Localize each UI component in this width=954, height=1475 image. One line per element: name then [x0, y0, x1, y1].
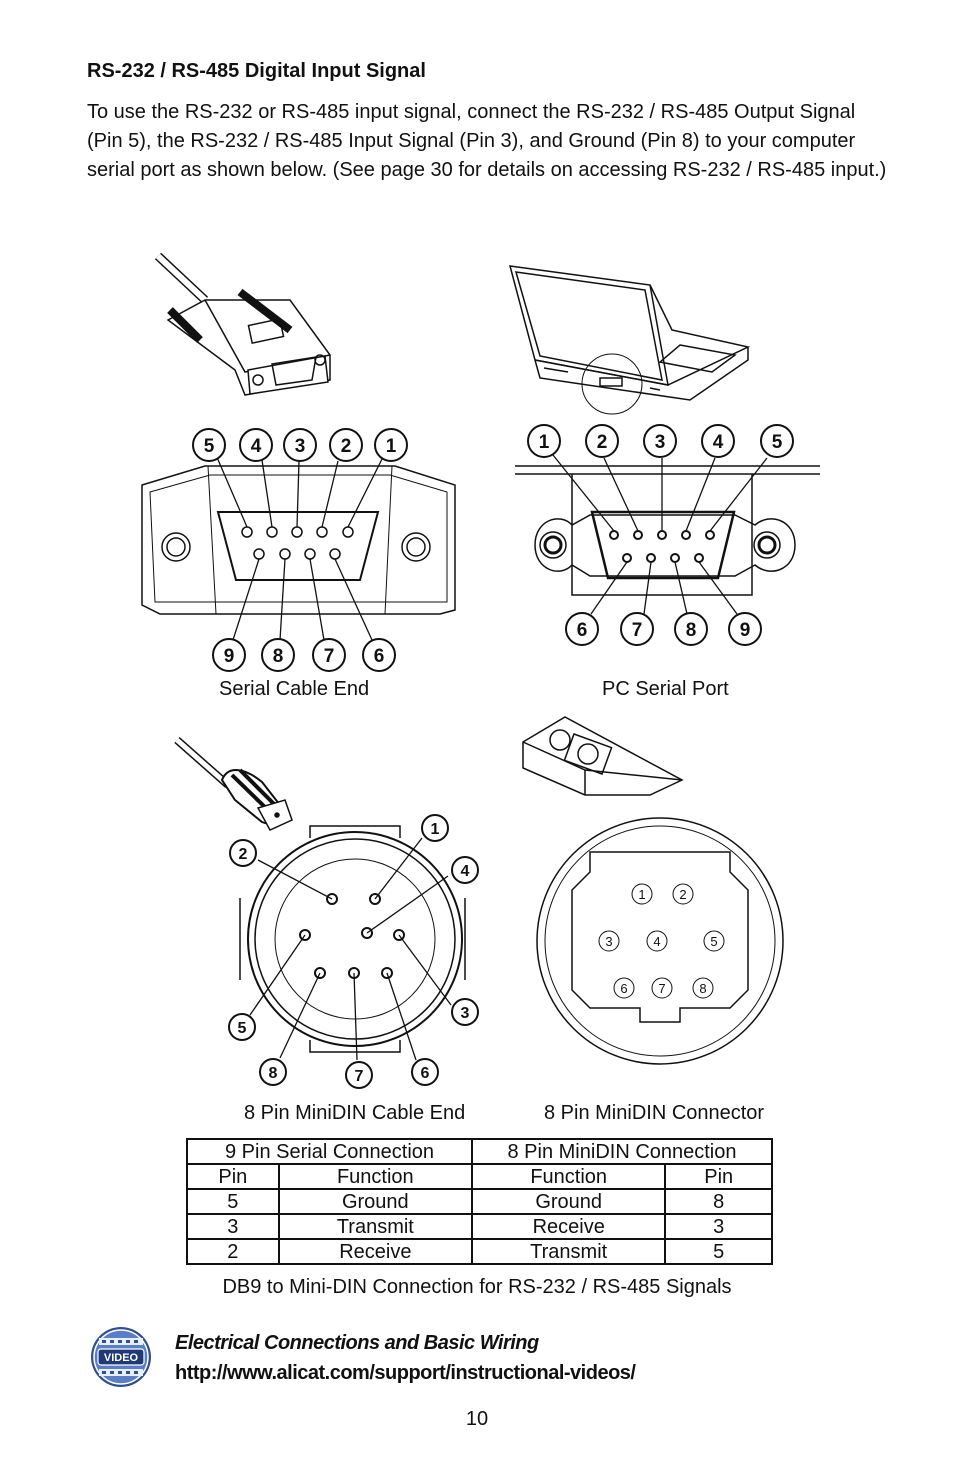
table-cell: 5: [664, 1238, 773, 1265]
cable-end-pin-label: 8: [273, 646, 284, 667]
section-heading: RS-232 / RS-485 Digital Input Signal: [87, 60, 426, 82]
table-group-header: 9 Pin Serial Connection: [185, 1138, 474, 1165]
minidin-connector-pin-label: 2: [679, 887, 686, 902]
minidin-cable-pin-label: 6: [421, 1065, 430, 1082]
cable-end-pin-label: 1: [386, 436, 397, 457]
table-column-header: Function: [277, 1163, 474, 1190]
video-link[interactable]: Electrical Connections and Basic Wiring …: [175, 1328, 636, 1388]
minidin-connector-diagram: 1 2 3 4 5 6 7 8: [536, 817, 784, 1065]
table-row: 3 Transmit Receive 3: [186, 1213, 773, 1240]
page-number: 10: [465, 1408, 489, 1430]
intro-paragraph: To use the RS-232 or RS-485 input signal…: [87, 101, 887, 181]
pc-port-pin-label: 7: [632, 620, 643, 641]
pc-port-pin-label: 4: [713, 432, 724, 453]
table-row: 5 Ground Ground 8: [186, 1188, 773, 1215]
laptop-illustration: [508, 265, 751, 415]
minidin-connector-pin-label: 7: [658, 981, 665, 996]
pc-port-pin-label: 3: [655, 432, 666, 453]
minidin-cable-end-caption: 8 Pin MiniDIN Cable End: [244, 1102, 466, 1124]
table-group-header-row: 9 Pin Serial Connection 8 Pin MiniDIN Co…: [185, 1138, 773, 1165]
minidin-connector-pin-label: 5: [710, 934, 717, 949]
video-title[interactable]: Electrical Connections and Basic Wiring: [175, 1332, 539, 1354]
pc-port-pin-label: 5: [772, 432, 783, 453]
minidin-connector-pin-label: 8: [699, 981, 706, 996]
table-cell: Receive: [471, 1213, 667, 1240]
cable-end-pin-label: 7: [324, 646, 335, 667]
cable-end-pin-label: 2: [341, 436, 352, 457]
table-group-header: 8 Pin MiniDIN Connection: [471, 1138, 773, 1165]
table-cell: Ground: [277, 1188, 474, 1215]
table-cell: Ground: [471, 1188, 667, 1215]
pc-serial-port-diagram: 1 2 3 4 5 6 7 8 9: [515, 424, 820, 646]
minidin-cable-pin-label: 8: [269, 1065, 278, 1082]
video-url-link[interactable]: http://www.alicat.com/support/instructio…: [175, 1362, 636, 1384]
video-icon-label: VIDEO: [104, 1352, 139, 1364]
video-icon[interactable]: VIDEO: [90, 1326, 152, 1388]
cable-end-pin-label: 6: [374, 646, 385, 667]
minidin-cable-pin-label: 2: [239, 846, 248, 863]
minidin-device-illustration: [522, 716, 684, 796]
table-cell: 2: [186, 1238, 280, 1265]
pc-port-pin-label: 8: [686, 620, 697, 641]
table-column-header: Pin: [186, 1163, 280, 1190]
cable-end-pin-label: 9: [224, 646, 235, 667]
minidin-connector-pin-label: 4: [653, 934, 660, 949]
minidin-connector-pin-label: 6: [620, 981, 627, 996]
minidin-cable-end-diagram: 1 2 3 4 5 6 7 8: [228, 814, 479, 1089]
table-cell: 8: [664, 1188, 773, 1215]
cable-end-pin-label: 5: [204, 436, 215, 457]
cable-end-pin-label: 4: [251, 436, 262, 457]
serial-cable-end-caption: Serial Cable End: [219, 678, 370, 700]
minidin-connector-caption: 8 Pin MiniDIN Connector: [544, 1102, 765, 1124]
cable-end-pin-label: 3: [295, 436, 306, 457]
pc-port-pin-label: 2: [597, 432, 608, 453]
pin-mapping-table: 9 Pin Serial Connection 8 Pin MiniDIN Co…: [185, 1138, 773, 1265]
minidin-cable-pin-label: 4: [461, 863, 470, 880]
pc-port-pin-label: 9: [740, 620, 751, 641]
pc-serial-port-caption: PC Serial Port: [602, 678, 729, 700]
serial-cable-end-diagram: 5 4 3 2 1 9 8 7 6: [141, 428, 456, 672]
table-column-header-row: Pin Function Function Pin: [186, 1163, 773, 1190]
table-column-header: Pin: [664, 1163, 773, 1190]
table-row: 2 Receive Transmit 5: [186, 1238, 773, 1265]
table-cell: 3: [664, 1213, 773, 1240]
table-column-header: Function: [471, 1163, 667, 1190]
table-cell: Transmit: [471, 1238, 667, 1265]
minidin-cable-pin-label: 3: [461, 1005, 470, 1022]
minidin-connector-pin-label: 3: [605, 934, 612, 949]
table-cell: Receive: [277, 1238, 474, 1265]
pc-port-pin-label: 6: [577, 620, 588, 641]
minidin-cable-illustration: [174, 737, 293, 831]
table-caption: DB9 to Mini-DIN Connection for RS-232 / …: [222, 1276, 732, 1298]
table-cell: Transmit: [277, 1213, 474, 1240]
minidin-cable-pin-label: 7: [355, 1068, 364, 1085]
minidin-connector-pin-label: 1: [638, 887, 645, 902]
minidin-cable-pin-label: 5: [238, 1020, 247, 1037]
table-cell: 5: [186, 1188, 280, 1215]
pc-port-pin-label: 1: [539, 432, 550, 453]
table-cell: 3: [186, 1213, 280, 1240]
minidin-cable-pin-label: 1: [431, 821, 440, 838]
serial-cable-illustration: [154, 252, 331, 396]
